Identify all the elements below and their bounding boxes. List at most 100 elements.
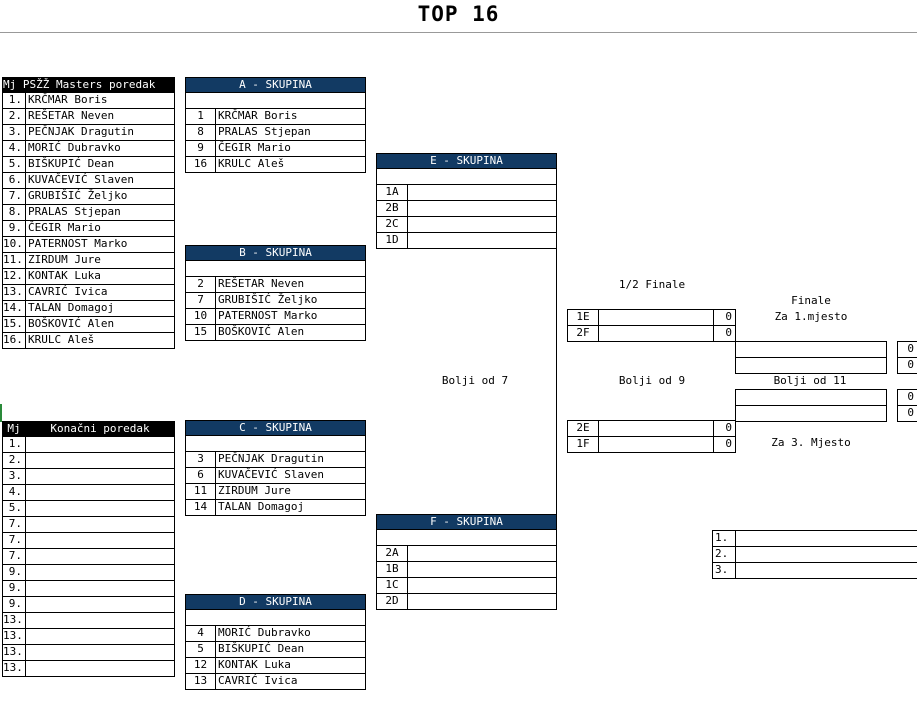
semifinal-score[interactable]: 0 xyxy=(713,420,736,437)
masters-name[interactable]: MORIĆ Dubravko xyxy=(25,140,175,157)
group-player-name[interactable]: CAVRIĆ Ivica xyxy=(215,673,366,690)
final-ranking-pos: 7. xyxy=(2,548,26,565)
group-slot-name[interactable] xyxy=(407,184,557,201)
final-ranking-pos: 9. xyxy=(2,564,26,581)
group-player-name[interactable]: TALAN Domagoj xyxy=(215,499,366,516)
masters-name[interactable]: PRALAS Stjepan xyxy=(25,204,175,221)
group-seed: 9 xyxy=(185,140,216,157)
final-ranking-name[interactable] xyxy=(25,532,175,549)
final-ranking-name[interactable] xyxy=(25,500,175,517)
semifinal-code: 1E xyxy=(567,309,599,326)
final-ranking-name[interactable] xyxy=(25,660,175,677)
final-ranking-name[interactable] xyxy=(25,628,175,645)
group-seed: 8 xyxy=(185,124,216,141)
masters-name[interactable]: ČEGIR Mario xyxy=(25,220,175,237)
group-seed: 6 xyxy=(185,467,216,484)
final-ranking-name[interactable] xyxy=(25,596,175,613)
group-slot-code: 1B xyxy=(376,561,408,578)
group-player-name[interactable]: MORIĆ Dubravko xyxy=(215,625,366,642)
group-slot-name[interactable] xyxy=(407,577,557,594)
masters-name[interactable]: KONTAK Luka xyxy=(25,268,175,285)
group-slot-code: 2D xyxy=(376,593,408,610)
group-b-header: B - SKUPINA xyxy=(185,245,366,261)
final-ranking-name[interactable] xyxy=(25,468,175,485)
semifinal-player[interactable] xyxy=(598,325,714,342)
masters-name[interactable]: KUVAČEVIĆ Slaven xyxy=(25,172,175,189)
group-player-name[interactable]: KRČMAR Boris xyxy=(215,108,366,125)
group-player-name[interactable]: KUVAČEVIĆ Slaven xyxy=(215,467,366,484)
semifinal-player[interactable] xyxy=(598,309,714,326)
masters-name[interactable]: KRULC Aleš xyxy=(25,332,175,349)
group-slot-name[interactable] xyxy=(407,232,557,249)
final-ranking-name[interactable] xyxy=(25,612,175,629)
group-slot-name[interactable] xyxy=(407,200,557,217)
masters-name[interactable]: PATERNOST Marko xyxy=(25,236,175,253)
masters-pos: 12. xyxy=(2,268,26,285)
group-player-name[interactable]: PRALAS Stjepan xyxy=(215,124,366,141)
semifinal-code: 2E xyxy=(567,420,599,437)
final-score[interactable]: 0 xyxy=(897,341,917,358)
group-player-name[interactable]: KONTAK Luka xyxy=(215,657,366,674)
semifinal-player[interactable] xyxy=(598,436,714,453)
third-player[interactable] xyxy=(735,389,887,406)
group-slot-name[interactable] xyxy=(407,216,557,233)
final-ranking-name[interactable] xyxy=(25,436,175,453)
final-ranking-name[interactable] xyxy=(25,484,175,501)
group-player-name[interactable]: KRULC Aleš xyxy=(215,156,366,173)
final-ranking-header: Konačni poredak xyxy=(25,421,175,437)
podium-name[interactable] xyxy=(735,530,917,547)
semifinal-player[interactable] xyxy=(598,420,714,437)
final-ranking-name[interactable] xyxy=(25,548,175,565)
group-player-name[interactable]: PEČNJAK Dragutin xyxy=(215,451,366,468)
masters-name[interactable]: BOŠKOVIĆ Alen xyxy=(25,316,175,333)
group-slot-code: 2C xyxy=(376,216,408,233)
final-ranking-name[interactable] xyxy=(25,452,175,469)
masters-name[interactable]: TALAN Domagoj xyxy=(25,300,175,317)
semifinal-score[interactable]: 0 xyxy=(713,309,736,326)
group-f-spacer xyxy=(376,529,557,546)
final-ranking-pos: 3. xyxy=(2,468,26,485)
third-score[interactable]: 0 xyxy=(897,389,917,406)
group-slot-name[interactable] xyxy=(407,561,557,578)
masters-name[interactable]: REŠETAR Neven xyxy=(25,108,175,125)
final-ranking-name[interactable] xyxy=(25,516,175,533)
masters-name[interactable]: CAVRIĆ Ivica xyxy=(25,284,175,301)
group-seed: 15 xyxy=(185,324,216,341)
final-ranking-name[interactable] xyxy=(25,580,175,597)
group-player-name[interactable]: GRUBIŠIĆ Željko xyxy=(215,292,366,309)
group-slot-code: 2A xyxy=(376,545,408,562)
final-ranking-name[interactable] xyxy=(25,564,175,581)
third-score[interactable]: 0 xyxy=(897,405,917,422)
semifinal-score[interactable]: 0 xyxy=(713,325,736,342)
group-slot-code: 2B xyxy=(376,200,408,217)
group-player-name[interactable]: BIŠKUPIĆ Dean xyxy=(215,641,366,658)
group-a-header: A - SKUPINA xyxy=(185,77,366,93)
final-score[interactable]: 0 xyxy=(897,357,917,374)
final-player[interactable] xyxy=(735,341,887,358)
final-player[interactable] xyxy=(735,357,887,374)
group-b-spacer xyxy=(185,260,366,277)
title-divider xyxy=(0,32,917,33)
group-player-name[interactable]: PATERNOST Marko xyxy=(215,308,366,325)
semifinal-score[interactable]: 0 xyxy=(713,436,736,453)
masters-pos: 7. xyxy=(2,188,26,205)
final-ranking-pos: 13. xyxy=(2,628,26,645)
podium-name[interactable] xyxy=(735,562,917,579)
masters-name[interactable]: KRČMAR Boris xyxy=(25,92,175,109)
masters-name[interactable]: GRUBIŠIĆ Željko xyxy=(25,188,175,205)
group-player-name[interactable]: REŠETAR Neven xyxy=(215,276,366,293)
masters-name[interactable]: PEČNJAK Dragutin xyxy=(25,124,175,141)
group-slot-name[interactable] xyxy=(407,593,557,610)
group-player-name[interactable]: BOŠKOVIĆ Alen xyxy=(215,324,366,341)
final-ranking-pos: 9. xyxy=(2,580,26,597)
group-slot-name[interactable] xyxy=(407,545,557,562)
third-player[interactable] xyxy=(735,405,887,422)
masters-name[interactable]: BIŠKUPIĆ Dean xyxy=(25,156,175,173)
group-player-name[interactable]: ČEGIR Mario xyxy=(215,140,366,157)
group-f-header: F - SKUPINA xyxy=(376,514,557,530)
group-player-name[interactable]: ZIRDUM Jure xyxy=(215,483,366,500)
masters-name[interactable]: ZIRDUM Jure xyxy=(25,252,175,269)
podium-name[interactable] xyxy=(735,546,917,563)
final-ranking-name[interactable] xyxy=(25,644,175,661)
bolji-od-7-label: Bolji od 7 xyxy=(441,374,509,387)
